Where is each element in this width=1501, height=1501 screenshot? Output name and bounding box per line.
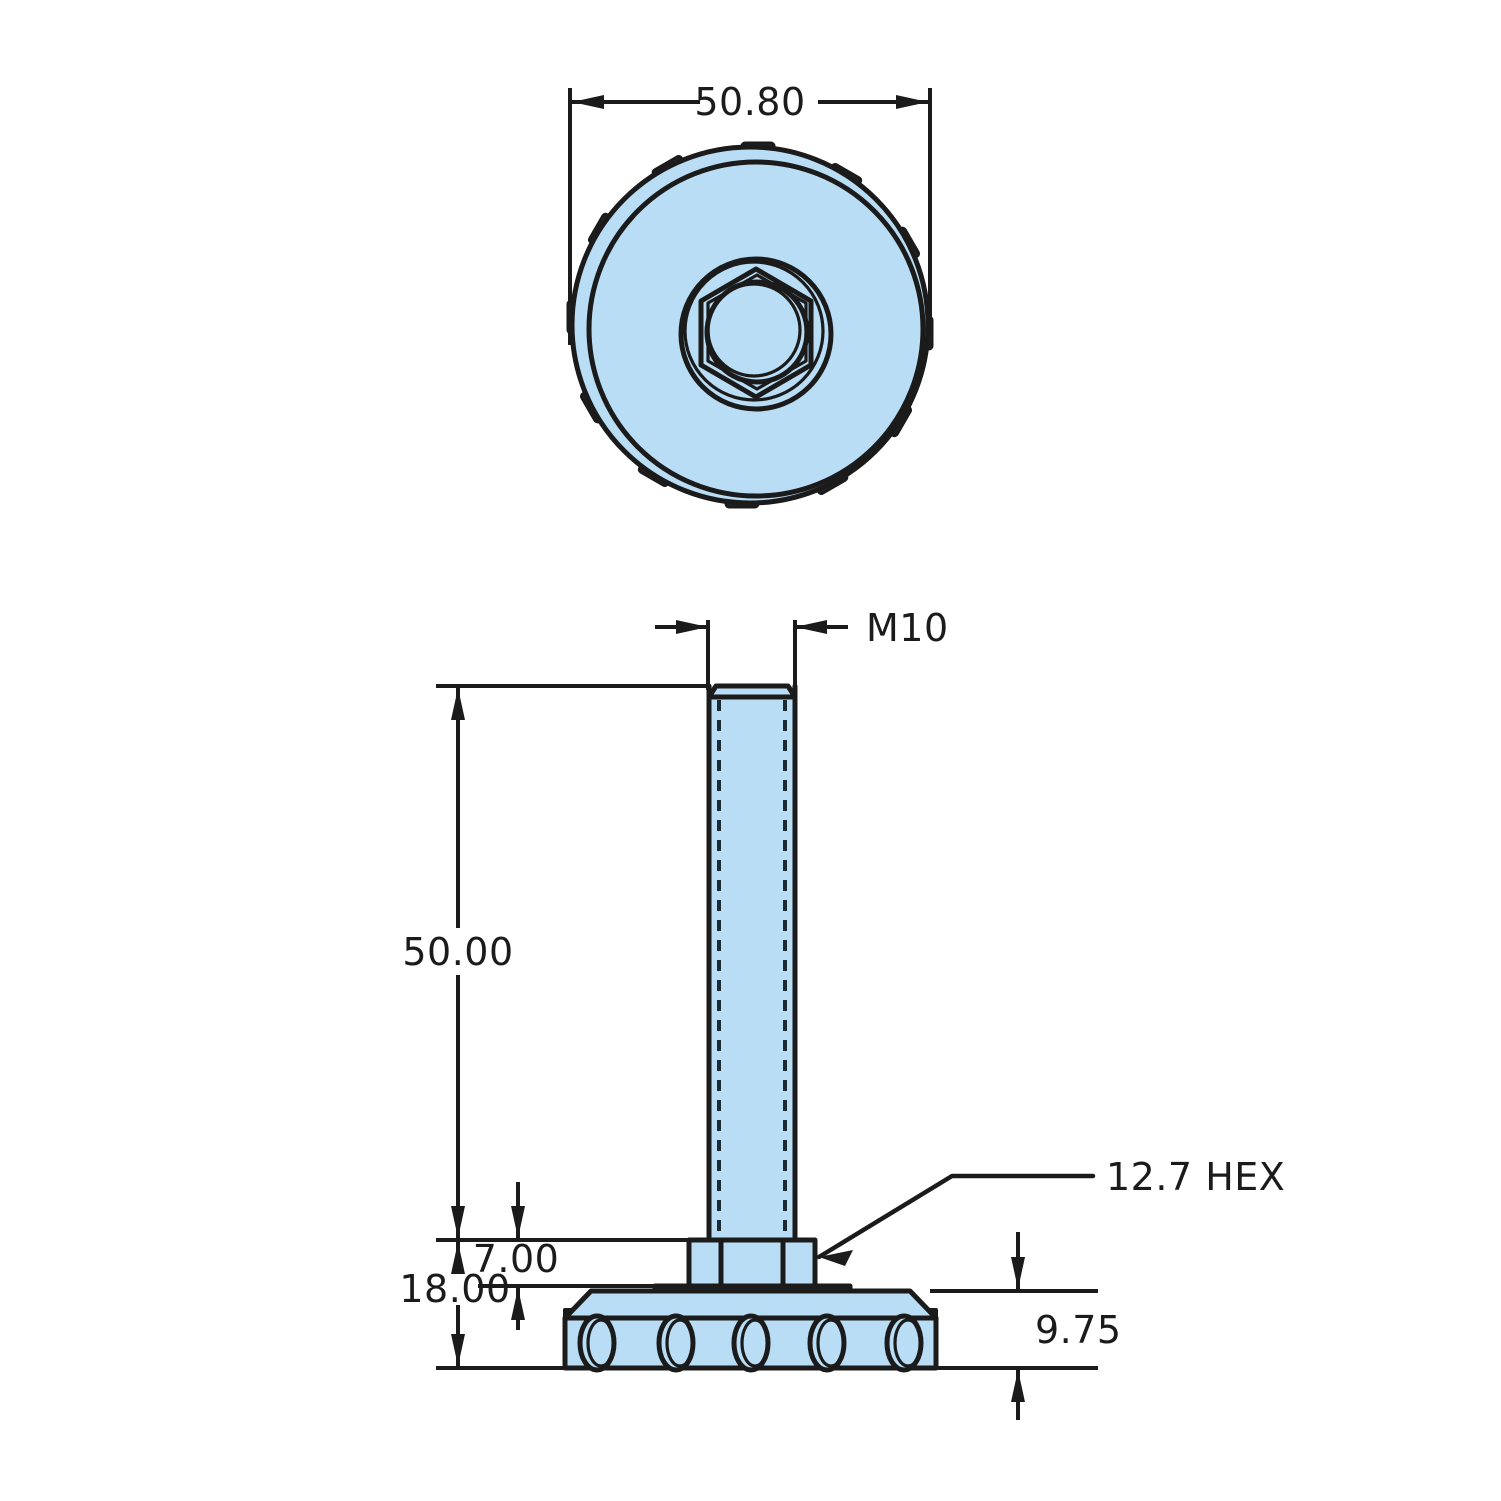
- arrowhead-m10-left: [676, 620, 708, 634]
- leader-line-hex: [816, 1173, 1096, 1260]
- hex-collar-fill: [689, 1240, 815, 1286]
- pad-slot: [807, 1313, 847, 1373]
- hex-socket-outline: [698, 266, 814, 400]
- dimension-stud-length: 50.00: [402, 930, 513, 974]
- pad-outer-circle: [569, 144, 931, 506]
- pad-inner-ring: [586, 159, 926, 499]
- arrowhead-lower-top: [451, 1242, 465, 1274]
- arrowhead-m10-right: [795, 620, 827, 634]
- arrowhead-pad-dia-right: [896, 95, 928, 109]
- arrowhead-hex-leader: [819, 1250, 853, 1266]
- dimension-pad-diameter: 50.80: [694, 80, 805, 124]
- arrowhead-hex-bottom: [511, 1288, 525, 1320]
- pad-outer-disc-fill: [572, 147, 928, 503]
- stud-shank-fill: [709, 686, 795, 1240]
- thread-root-circle: [706, 282, 802, 378]
- arrowhead-stud-bottom: [451, 1206, 465, 1238]
- pad-slot-group: [577, 1313, 924, 1373]
- dimension-lower-height: 18.00: [399, 1267, 510, 1311]
- top-view: 50.80: [566, 80, 934, 509]
- pad-slot: [656, 1313, 696, 1373]
- pad-slot: [577, 1313, 617, 1373]
- arrowhead-hex-top: [511, 1206, 525, 1238]
- dimension-thread-callout: M10: [866, 606, 949, 650]
- boss-inner-circle: [683, 260, 825, 402]
- arrowhead-pad-bottom: [1011, 1370, 1025, 1402]
- arrowhead-stud-top: [451, 688, 465, 720]
- pad-slot: [884, 1313, 924, 1373]
- arrowhead-pad-top: [1011, 1257, 1025, 1289]
- dimension-hex-height: 7.00: [473, 1237, 560, 1281]
- front-view: M10 50.00 7.00 18.00 9.75: [399, 606, 1285, 1420]
- arrowhead-lower-bottom: [451, 1334, 465, 1366]
- dimension-pad-height: 9.75: [1035, 1308, 1122, 1352]
- hex-socket-inner-outline: [706, 273, 808, 391]
- boss-outer-circle: [678, 256, 834, 412]
- arrowhead-pad-dia-left: [572, 95, 604, 109]
- pad-slot: [731, 1313, 771, 1373]
- dimension-hex-across-flats: 12.7 HEX: [1106, 1155, 1285, 1199]
